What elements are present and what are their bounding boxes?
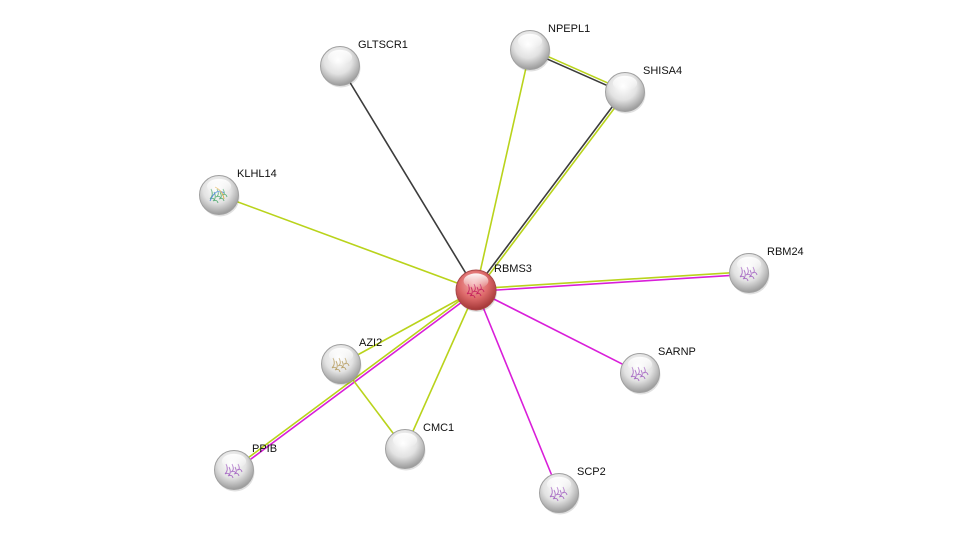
edge-line-experiments (475, 289, 560, 494)
node-sarnp[interactable]: SARNP (620, 346, 696, 395)
edge-rbms3-cmc1[interactable] (404, 289, 477, 450)
node-highlight (463, 273, 489, 289)
edge-rbms3-klhl14[interactable] (218, 194, 477, 291)
edge-rbms3-gltscr1[interactable] (339, 65, 477, 291)
edge-line-textmining (475, 270, 749, 290)
node-ppib[interactable]: PPIB (214, 443, 278, 492)
node-gltscr1[interactable]: GLTSCR1 (320, 39, 408, 88)
node-label: RBM24 (767, 246, 804, 258)
edge-line-coexpression (339, 65, 477, 291)
node-klhl14[interactable]: KLHL14 (199, 168, 277, 217)
edge-line-textmining (218, 194, 477, 291)
edge-rbms3-sarnp[interactable] (475, 289, 641, 374)
node-scp2[interactable]: SCP2 (539, 466, 606, 515)
edge-rbms3-npepl1[interactable] (475, 49, 531, 291)
node-highlight (221, 453, 247, 469)
node-highlight (327, 49, 353, 65)
node-shisa4[interactable]: SHISA4 (605, 65, 683, 114)
node-highlight (736, 256, 762, 272)
node-azi2[interactable]: AZI2 (321, 337, 383, 386)
node-highlight (206, 178, 232, 194)
node-label: KLHL14 (237, 168, 277, 180)
node-rbms3[interactable]: RBMS3 (455, 263, 532, 312)
node-highlight (392, 432, 418, 448)
node-highlight (546, 476, 572, 492)
node-highlight (517, 33, 543, 49)
edge-rbms3-azi2[interactable] (340, 289, 477, 365)
node-label: GLTSCR1 (358, 39, 408, 51)
node-highlight (328, 347, 354, 363)
edge-line-textmining (476, 92, 627, 292)
node-label: SCP2 (577, 466, 606, 478)
node-npepl1[interactable]: NPEPL1 (510, 23, 591, 72)
node-label: SARNP (658, 346, 696, 358)
node-label: RBMS3 (494, 263, 532, 275)
edge-rbms3-shisa4[interactable] (474, 90, 627, 292)
edge-line-experiments (476, 273, 750, 293)
edge-rbms3-rbm24[interactable] (475, 270, 750, 293)
node-label: PPIB (252, 443, 277, 455)
edge-line-experiments (475, 289, 641, 374)
edge-line-textmining (340, 289, 477, 365)
edge-line-textmining (475, 49, 531, 291)
node-highlight (627, 356, 653, 372)
edge-rbms3-scp2[interactable] (475, 289, 560, 494)
node-cmc1[interactable]: CMC1 (385, 422, 455, 471)
node-rbm24[interactable]: RBM24 (729, 246, 804, 295)
edge-line-coexpression (474, 90, 625, 290)
node-highlight (612, 75, 638, 91)
edge-line-experiments (234, 290, 478, 472)
node-label: CMC1 (423, 422, 454, 434)
edge-line-textmining (404, 289, 477, 450)
node-label: NPEPL1 (548, 23, 590, 35)
node-label: SHISA4 (643, 65, 682, 77)
node-label: AZI2 (359, 337, 382, 349)
